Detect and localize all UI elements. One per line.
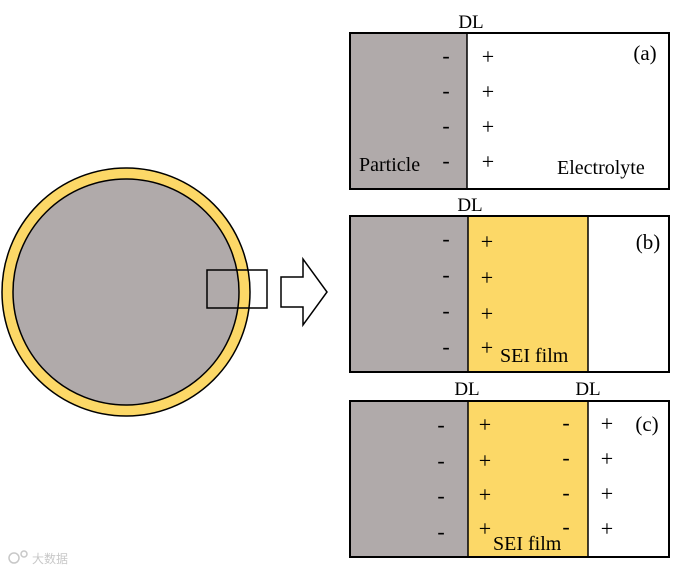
panel-a-plus-4: +: [482, 149, 494, 174]
panel-c-minus-2: -: [437, 448, 444, 473]
panel-b-tag: (b): [636, 230, 661, 254]
panel-c-sei-minus-2: -: [562, 445, 569, 470]
panel-c-particle: [350, 401, 468, 557]
panel-c-minus-3: -: [437, 483, 444, 508]
panel-c-tag: (c): [635, 412, 658, 436]
panel-a-particle: [350, 33, 467, 189]
watermark-text: 大数据: [32, 551, 68, 566]
panel-c-sei-minus-4: -: [562, 514, 569, 539]
panel-a-minus-1: -: [442, 43, 449, 68]
panel-c-plus-4: +: [601, 516, 613, 541]
panel-c: DL DL (c) SEI film - - - - + + + + - - -…: [349, 379, 670, 558]
panel-c-sei-label: SEI film: [493, 533, 562, 555]
panel-a-minus-4: -: [442, 148, 449, 173]
zoom-arrow: [280, 256, 328, 328]
panel-a-electrolyte-label: Electrolyte: [557, 157, 645, 179]
panel-b: DL (b) SEI film - - - - + + + +: [349, 195, 670, 373]
panel-a-particle-label: Particle: [359, 154, 420, 176]
panel-c-minus-4: -: [437, 519, 444, 544]
zoom-box: [206, 269, 268, 309]
panel-b-electrolyte: [588, 216, 669, 372]
panel-c-plus-3: +: [601, 481, 613, 506]
panel-b-sei-label: SEI film: [500, 345, 569, 367]
panel-b-minus-3: -: [442, 298, 449, 323]
panel-a-plus-2: +: [482, 79, 494, 104]
panel-b-plus-2: +: [481, 265, 493, 290]
panel-c-sei-plus-4: +: [479, 516, 491, 541]
particle-core: [12, 178, 240, 406]
panel-a-minus-3: -: [442, 113, 449, 138]
panel-b-plus-4: +: [481, 335, 493, 360]
panel-c-sei-minus-1: -: [562, 410, 569, 435]
panel-a: DL (a) Particle Electrolyte - - - - + + …: [349, 12, 670, 190]
panel-a-electrolyte: [467, 33, 669, 189]
panel-a-plus-3: +: [482, 114, 494, 139]
panel-c-sei-plus-2: +: [479, 448, 491, 473]
coated-particle: [1, 167, 268, 417]
panel-c-dl-label-2: DL: [575, 379, 600, 400]
panel-b-sei: [468, 216, 588, 372]
panel-b-plus-1: +: [481, 229, 493, 254]
panel-b-minus-4: -: [442, 334, 449, 359]
panel-a-minus-2: -: [442, 78, 449, 103]
panel-c-sei: [468, 401, 588, 557]
panel-c-plus-1: +: [601, 411, 613, 436]
panel-c-dl-label-1: DL: [454, 379, 479, 400]
panel-c-electrolyte: [588, 401, 669, 557]
panel-b-dl-label: DL: [457, 195, 482, 216]
panel-a-tag: (a): [633, 41, 656, 65]
panel-c-frame: [349, 400, 670, 558]
watermark: 大数据: [8, 550, 68, 566]
panel-c-sei-plus-1: +: [479, 412, 491, 437]
panel-a-plus-1: +: [482, 44, 494, 69]
panel-c-sei-minus-3: -: [562, 480, 569, 505]
panel-b-minus-1: -: [442, 226, 449, 251]
panel-c-sei-plus-3: +: [479, 482, 491, 507]
panel-b-particle: [350, 216, 468, 372]
panel-b-minus-2: -: [442, 262, 449, 287]
panel-a-frame: [349, 32, 670, 190]
panel-b-plus-3: +: [481, 301, 493, 326]
watermark-logo-icon: [8, 550, 28, 564]
panel-a-dl-label: DL: [458, 12, 483, 33]
panel-c-plus-2: +: [601, 446, 613, 471]
panel-c-minus-1: -: [437, 412, 444, 437]
panel-b-frame: [349, 215, 670, 373]
